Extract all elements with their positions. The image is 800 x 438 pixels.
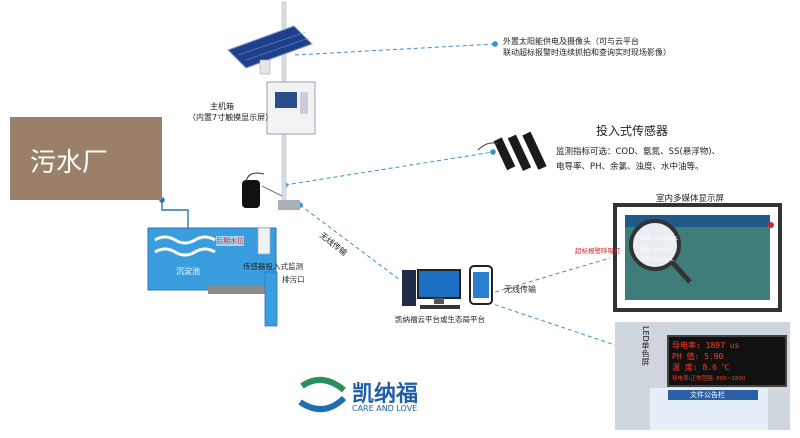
connection-lines bbox=[284, 43, 616, 346]
tank-sign: 后期水位 bbox=[216, 236, 244, 246]
sensor-title: 投入式传感器 bbox=[596, 124, 669, 138]
host-caption-line1: 主机箱 bbox=[210, 102, 234, 111]
transmitter-icon bbox=[242, 172, 265, 208]
magnifier-icon bbox=[629, 219, 681, 271]
alarm-light-icon bbox=[768, 222, 774, 228]
cloud-label: 凯纳福云平台或生态局平台 bbox=[395, 315, 485, 324]
outlet-label: 排污口 bbox=[282, 275, 305, 284]
sensor-desc-line1: 监测指标可选：COD、氨氮、SS(悬浮物)、 bbox=[556, 147, 721, 157]
sediment-tank bbox=[147, 227, 278, 327]
led-vertical-label: LED单色屏 bbox=[641, 326, 650, 366]
overlay-tp: 总磷: 0.5mg/L bbox=[640, 257, 674, 263]
indoor-title: 室内多媒体显示屏 bbox=[656, 194, 725, 204]
tank-sensor-label: 传感器投入式监测 bbox=[243, 262, 303, 271]
host-screen bbox=[275, 92, 297, 108]
link-solar bbox=[294, 43, 496, 56]
link-indoor bbox=[474, 257, 611, 299]
outlet-pipe bbox=[264, 271, 278, 327]
monitor-pole bbox=[227, 1, 316, 210]
wireless-label-right: 无线传输 bbox=[504, 285, 536, 294]
brand-tagline: CARE AND LOVE bbox=[352, 404, 418, 413]
indoor-display bbox=[613, 203, 782, 312]
host-caption-line2: （内置7寸触摸显示屏） bbox=[188, 113, 274, 122]
link-led bbox=[474, 297, 616, 346]
solar-caption-line1: 外置太阳能供电及摄像头（可与云平台 bbox=[503, 37, 639, 46]
sensor-probe-icon bbox=[477, 131, 547, 172]
led-row4: 导电率(正常范围: 800~1800 bbox=[672, 376, 746, 382]
alarm-label: 超标报警呼吸灯 bbox=[575, 247, 621, 255]
brand-name: 凯纳福 bbox=[352, 382, 419, 407]
camera-icon bbox=[259, 59, 271, 75]
tank-label: 沉淀池 bbox=[176, 267, 200, 276]
led-board: 文件公告栏 bbox=[690, 391, 725, 399]
computer-icon bbox=[402, 269, 461, 309]
plant-block bbox=[10, 117, 162, 200]
led-panel bbox=[615, 322, 790, 430]
led-row1: 导电率: 1897 us bbox=[672, 341, 740, 350]
overlay-ammonia: 氨氮: 10mg/L bbox=[640, 247, 673, 253]
pole-base bbox=[278, 200, 300, 210]
link-dot-sensor bbox=[490, 149, 496, 155]
overlay-cod: COD: 22.8mg/L bbox=[640, 236, 679, 242]
led-row3: 温 度: 8.6 ℃ bbox=[672, 363, 730, 372]
plant-pipe bbox=[161, 200, 189, 228]
link-dot-solar bbox=[492, 41, 498, 47]
sensor-desc-line2: 电导率、PH、余氯、浊度、水中油等。 bbox=[556, 162, 704, 172]
plant-label: 污水厂 bbox=[30, 148, 109, 178]
led-row2: PH 值: 5.90 bbox=[672, 352, 724, 361]
link-cloud bbox=[299, 204, 401, 281]
brand-logo bbox=[298, 374, 347, 418]
solar-caption-line2: 联动超标报警时连续抓拍和查询实时现场影像） bbox=[503, 48, 671, 57]
phone-icon bbox=[469, 265, 493, 305]
solar-panel bbox=[227, 25, 313, 69]
link-sensor bbox=[284, 151, 494, 186]
